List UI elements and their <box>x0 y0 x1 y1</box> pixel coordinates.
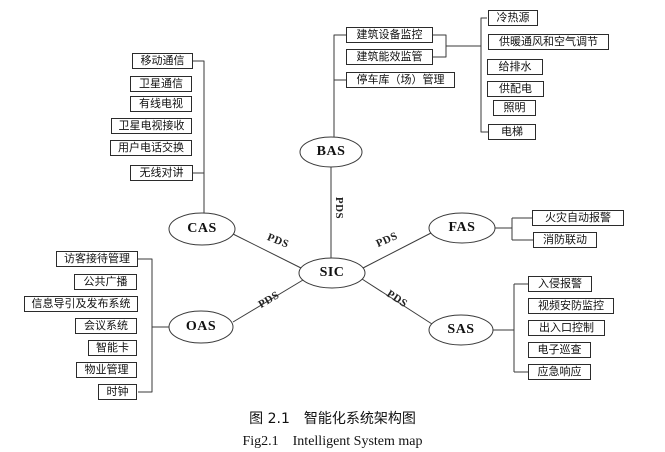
box-fas-item: 火灾自动报警 <box>532 210 624 226</box>
node-cas-ellipse <box>168 212 236 246</box>
node-bas-label: BAS <box>316 144 346 159</box>
node-sic-ellipse <box>298 257 366 289</box>
edge-sic-sas <box>361 278 433 325</box>
bas-bracket-top <box>433 34 481 47</box>
box-oas-item: 会议系统 <box>75 318 137 334</box>
box-oas-item: 时钟 <box>98 384 137 400</box>
node-oas-label: OAS <box>185 319 217 334</box>
node-bas-ellipse <box>299 136 363 168</box>
fas-bracket <box>495 217 533 241</box>
box-sas-item: 出入口控制 <box>528 320 605 336</box>
node-fas-ellipse <box>428 212 496 244</box>
box-sas-item: 入侵报警 <box>528 276 592 292</box>
box-cas-item: 移动通信 <box>132 53 193 69</box>
box-oas-item: 信息导引及发布系统 <box>24 296 138 312</box>
box-fas-item: 消防联动 <box>533 232 597 248</box>
node-fas-label: FAS <box>448 220 476 235</box>
node-cas-label: CAS <box>187 221 217 236</box>
edge-cas-sic <box>232 233 302 269</box>
box-oas-item: 智能卡 <box>88 340 137 356</box>
sas-bus-line <box>493 283 528 373</box>
box-bas-sub-item: 供配电 <box>487 81 544 97</box>
box-sas-item: 应急响应 <box>528 364 591 380</box>
oas-bus-line <box>138 258 153 393</box>
figure-caption-zh: 图 2.1 智能化系统架构图 <box>249 411 416 427</box>
box-bas-sub-item: 供暖通风和空气调节 <box>488 34 609 50</box>
box-sas-item: 电子巡查 <box>528 342 591 358</box>
box-bas-item: 建筑能效监管 <box>346 49 433 65</box>
node-sas-label: SAS <box>447 322 475 337</box>
box-oas-item: 公共广播 <box>74 274 137 290</box>
bas-bracket-bottom <box>433 46 447 58</box>
box-cas-item: 无线对讲 <box>130 165 193 181</box>
box-bas-item: 停车库（场）管理 <box>346 72 455 88</box>
box-bas-sub-item: 冷热源 <box>488 10 538 26</box>
box-bas-sub-item: 电梯 <box>488 124 536 140</box>
bas-bus-line <box>333 34 346 137</box>
edge-sic-fas <box>362 232 432 269</box>
box-cas-item: 卫星通信 <box>130 76 192 92</box>
bas-sub-bus-line <box>480 17 488 133</box>
box-sas-item: 视频安防监控 <box>528 298 614 314</box>
box-oas-item: 访客接待管理 <box>56 251 138 267</box>
edge-oas-sic <box>232 279 304 323</box>
box-cas-item: 卫星电视接收 <box>111 118 192 134</box>
box-bas-sub-item: 给排水 <box>487 59 543 75</box>
figure-caption-en: Fig2.1 Intelligent System map <box>242 434 423 449</box>
cas-bus-line <box>193 60 205 213</box>
node-sas-ellipse <box>428 314 494 346</box>
box-cas-item: 用户电话交换 <box>110 140 192 156</box>
edge-label-bas: PDS <box>333 196 345 220</box>
box-oas-item: 物业管理 <box>76 362 137 378</box>
box-cas-item: 有线电视 <box>130 96 192 112</box>
box-bas-sub-item: 照明 <box>493 100 536 116</box>
node-oas-ellipse <box>168 310 234 344</box>
box-bas-item: 建筑设备监控 <box>346 27 433 43</box>
node-sic-label: SIC <box>319 265 345 280</box>
